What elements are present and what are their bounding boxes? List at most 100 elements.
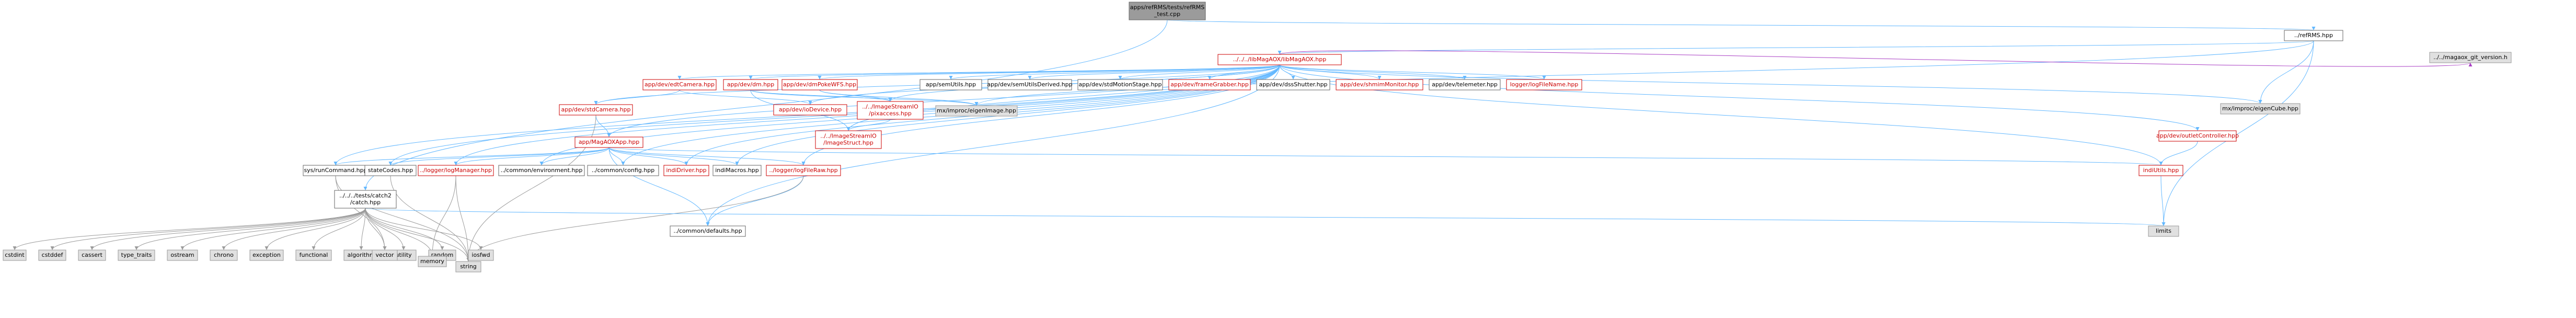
- node-box: [1129, 2, 1206, 20]
- node-label: algorithm: [347, 252, 375, 258]
- node-label: ostream: [170, 252, 194, 258]
- node-framegrabber[interactable]: app/dev/frameGrabber.hpp: [1168, 79, 1251, 90]
- node-cstddef: cstddef: [38, 249, 66, 261]
- node-box: [364, 165, 417, 176]
- node-libmagaox[interactable]: ../../../libMagAOX/libMagAOX.hpp: [1217, 54, 1342, 65]
- node-box: [559, 104, 633, 116]
- node-magaoxapp[interactable]: app/MagAOXApp.hpp: [574, 137, 643, 148]
- node-stdcamera[interactable]: app/dev/stdCamera.hpp: [559, 104, 633, 116]
- node-label: utility: [395, 252, 412, 258]
- dependency-edge: [608, 147, 710, 226]
- node-iodevice[interactable]: app/dev/ioDevice.hpp: [773, 104, 847, 116]
- node-catch[interactable]: ../../../tests/catch2/catch.hpp: [334, 190, 397, 209]
- node-label: app/dev/ioDevice.hpp: [779, 106, 842, 113]
- node-label: ../../magaox_git_version.h: [2433, 54, 2508, 61]
- node-indidriver[interactable]: indiDriver.hpp: [663, 165, 709, 176]
- node-box: [372, 249, 398, 261]
- node-box: [1506, 79, 1582, 90]
- dependency-edge: [1279, 64, 2262, 104]
- node-box: [1429, 79, 1501, 90]
- node-box: [418, 165, 494, 176]
- node-label: app/dev/outletController.hpp: [2156, 132, 2239, 139]
- node-box: [1217, 54, 1342, 65]
- node-box: [455, 261, 481, 272]
- node-box: [2284, 30, 2343, 41]
- dependency-edge: [595, 115, 611, 138]
- node-logfileraw[interactable]: ../logger/logFileRaw.hpp: [766, 165, 841, 176]
- node-label: limits: [2156, 228, 2171, 234]
- node-root[interactable]: apps/refRMS/tests/refRMS_test.cpp: [1129, 2, 1206, 20]
- node-runcommand[interactable]: sys/runCommand.hpp: [303, 165, 369, 176]
- node-logfilename[interactable]: logger/logFileName.hpp: [1506, 79, 1582, 90]
- node-box: [857, 101, 924, 120]
- node-label: cassert: [82, 252, 103, 258]
- dependency-edge: [1279, 64, 2163, 166]
- dependency-edge: [608, 147, 739, 166]
- node-logmanager[interactable]: ../logger/logManager.hpp: [418, 165, 494, 176]
- node-dm[interactable]: app/dev/dm.hpp: [723, 79, 778, 90]
- node-label: app/MagAOXApp.hpp: [579, 139, 639, 145]
- node-stdmotionstage[interactable]: app/dev/stdMotionStage.hpp: [1077, 79, 1163, 90]
- node-eigenimage: mx/improc/eigenImage.hpp: [935, 105, 1018, 117]
- dependency-edge: [594, 89, 680, 105]
- node-label: memory: [420, 258, 444, 265]
- node-imagestruct[interactable]: ../../ImageStreamIO/ImageStruct.hpp: [815, 130, 882, 149]
- node-shutter[interactable]: app/dev/dssShutter.hpp: [1256, 79, 1330, 90]
- node-box: [919, 79, 982, 90]
- dependency-edge: [359, 208, 366, 251]
- dependency-edge: [2161, 40, 2314, 226]
- node-vector: vector: [372, 249, 398, 261]
- node-box: [1336, 79, 1423, 90]
- node-telemeter[interactable]: app/dev/telemeter.hpp: [1429, 79, 1501, 90]
- node-outletcontroller[interactable]: app/dev/outletController.hpp: [2156, 130, 2239, 142]
- node-shmimmonitor[interactable]: app/dev/shmimMonitor.hpp: [1336, 79, 1423, 90]
- dependency-edge: [334, 147, 610, 166]
- node-defaults[interactable]: ../common/defaults.hpp: [670, 225, 746, 237]
- node-label: app/dev/dm.hpp: [727, 81, 775, 88]
- node-label: chrono: [214, 252, 234, 258]
- dependency-edge: [608, 147, 2163, 166]
- dependency-edge: [455, 175, 470, 262]
- node-box: [468, 249, 494, 261]
- node-label: ../common/defaults.hpp: [673, 228, 742, 234]
- node-box: [935, 105, 1018, 117]
- node-box: [1077, 79, 1163, 90]
- node-string: string: [455, 261, 481, 272]
- node-semutils[interactable]: app/semUtils.hpp: [919, 79, 982, 90]
- node-box: [295, 249, 332, 261]
- node-dmpokewfs[interactable]: app/dev/dmPokeWFS.hpp: [781, 79, 858, 90]
- node-box: [815, 130, 882, 149]
- node-config[interactable]: ../common/config.hpp: [587, 165, 659, 176]
- node-algorithm: algorithm: [343, 249, 379, 261]
- dependency-edge: [365, 208, 470, 262]
- node-cstdint: cstdint: [3, 249, 27, 261]
- node-label: vector: [376, 252, 394, 258]
- node-edtcamera[interactable]: app/dev/edtCamera.hpp: [642, 79, 717, 90]
- node-pixaccess[interactable]: ../../ImageStreamIO/pixaccess.hpp: [857, 101, 924, 120]
- node-label: /ImageStruct.hpp: [823, 140, 873, 146]
- dependency-edge: [365, 208, 434, 257]
- dependency-edge: [846, 119, 891, 131]
- dependency-edge: [2258, 40, 2314, 104]
- node-box: [167, 249, 198, 261]
- node-label: functional: [300, 252, 328, 258]
- node-box: [118, 249, 155, 261]
- node-semutilsderived[interactable]: app/dev/semUtilsDerived.hpp: [987, 79, 1073, 90]
- dependency-edge: [1118, 64, 1280, 80]
- node-refrms[interactable]: ../refRMS.hpp: [2284, 30, 2343, 41]
- node-environment[interactable]: ../common/environment.hpp: [498, 165, 585, 176]
- dependency-edge: [180, 208, 366, 251]
- dependency-edge: [819, 89, 892, 102]
- node-indiutils[interactable]: indiUtils.hpp: [2138, 165, 2183, 176]
- node-indimacros[interactable]: indiMacros.hpp: [712, 165, 762, 176]
- node-label: ../refRMS.hpp: [2294, 32, 2333, 39]
- node-label: app/dev/dmPokeWFS.hpp: [783, 81, 856, 88]
- node-label: indiMacros.hpp: [715, 167, 759, 174]
- node-label: _test.cpp: [1154, 11, 1180, 18]
- node-label: app/dev/edtCamera.hpp: [645, 81, 715, 88]
- node-statecodes[interactable]: stateCodes.hpp: [364, 165, 417, 176]
- node-box: [2158, 130, 2237, 142]
- dependency-edge: [222, 208, 366, 251]
- dependency-edge: [365, 208, 444, 251]
